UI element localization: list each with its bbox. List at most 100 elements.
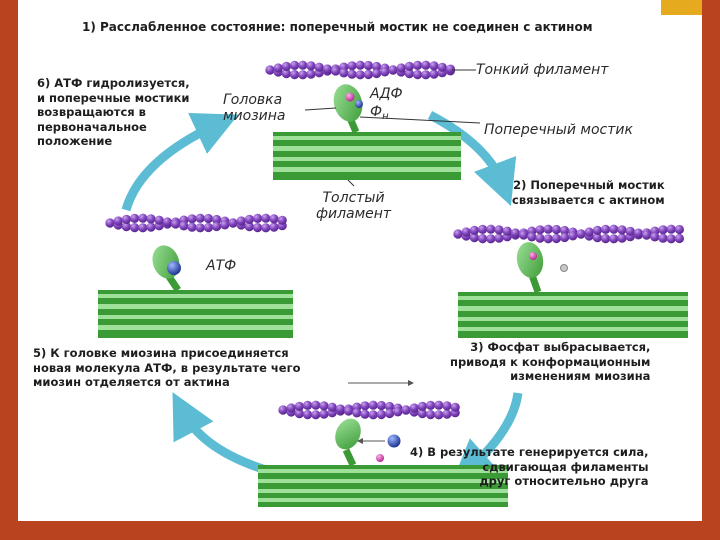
actin-bead (494, 225, 504, 235)
actin-bead (385, 401, 395, 412)
actin-bead (331, 66, 341, 76)
actin-bead (478, 224, 488, 234)
actin-bead (244, 214, 254, 224)
pointer-atp-4-head (357, 438, 363, 444)
actin-bead (429, 69, 439, 79)
thin-filaments (105, 60, 685, 420)
actin-bead (469, 225, 479, 235)
actin-bead (314, 62, 324, 72)
thick-filament-1 (273, 132, 461, 180)
actin-bead (442, 401, 452, 411)
thin-filament-4 (278, 400, 460, 420)
step-5-caption: 5) К головке миозина присоединяется нова… (33, 346, 301, 389)
actin-bead (442, 409, 452, 419)
thin-filament-2 (105, 213, 287, 233)
actin-bead (306, 61, 316, 71)
actin-bead (510, 228, 520, 238)
actin-bead (486, 234, 496, 244)
actin-bead (236, 216, 246, 226)
actin-bead (617, 225, 627, 235)
actin-bead (162, 217, 172, 227)
myosin-head-label: Головка миозина (223, 92, 286, 124)
actin-bead (195, 213, 205, 223)
actin-bead (584, 227, 594, 237)
cycle-arrow-6-1 (121, 113, 239, 212)
actin-bead (303, 400, 313, 410)
thin-filament-3 (453, 224, 685, 244)
myosin-head-1 (333, 84, 363, 134)
actin-bead (609, 234, 619, 244)
actin-bead (543, 234, 553, 244)
slide: 1) Расслабленное состояние: поперечный м… (18, 0, 702, 521)
pointer-cross-bridge (359, 116, 481, 124)
actin-bead (261, 223, 271, 233)
actin-bead (376, 400, 386, 411)
step-4-caption: 4) В результате генерируется сила, сдвиг… (410, 445, 649, 488)
actin-bead (360, 401, 370, 411)
actin-bead (396, 63, 406, 73)
actin-bead (617, 233, 627, 243)
actin-bead (203, 222, 213, 233)
actin-bead (290, 70, 300, 80)
actin-bead (592, 225, 603, 235)
actin-bead (417, 401, 427, 411)
actin-bead (551, 224, 562, 235)
actin-bead (527, 232, 537, 242)
actin-bead (658, 225, 668, 235)
actin-bead (347, 69, 357, 79)
actin-bead (535, 225, 545, 235)
actin-bead (568, 231, 578, 241)
actin-bead (437, 62, 447, 72)
thick-filament-3 (458, 292, 688, 338)
actin-bead (434, 410, 444, 420)
actin-bead (426, 410, 436, 420)
actin-bead (179, 221, 189, 231)
actin-bead (121, 214, 131, 224)
actin-bead (294, 409, 304, 419)
actin-bead (560, 232, 570, 243)
actin-bead (642, 230, 652, 240)
actin-bead (393, 407, 403, 417)
actin-bead (138, 213, 148, 223)
actin-bead (429, 61, 439, 71)
step-3-caption: 3) Фосфат выбрасывается, приводя к конфо… (450, 340, 651, 383)
actin-bead (327, 402, 337, 412)
actin-bead (278, 405, 288, 415)
actin-bead (401, 405, 411, 415)
actin-bead (674, 224, 685, 235)
actin-bead (404, 61, 414, 71)
thin-filament-label: Тонкий филамент (476, 62, 609, 78)
actin-bead (265, 65, 275, 75)
actin-bead (453, 229, 463, 239)
actin-bead (195, 223, 205, 233)
actin-bead (421, 70, 431, 80)
actin-bead (601, 224, 611, 234)
actin-bead (519, 230, 529, 240)
actin-bead (355, 70, 365, 80)
actin-bead (105, 218, 115, 228)
actin-bead (273, 63, 283, 73)
phosphate-dot-3 (529, 252, 537, 260)
actin-bead (658, 233, 668, 243)
actin-bead (146, 214, 156, 224)
actin-bead (535, 233, 545, 243)
actin-bead (269, 222, 279, 232)
actin-bead (409, 403, 419, 413)
actin-bead (311, 400, 321, 410)
pointer-lines (304, 69, 481, 444)
actin-bead (352, 408, 362, 418)
actin-bead (445, 64, 455, 74)
phosphate-label: Фн (370, 104, 389, 125)
thin-filament-1 (265, 60, 455, 80)
actin-bead (138, 223, 148, 233)
actin-bead (625, 226, 635, 236)
actin-bead (404, 69, 414, 79)
actin-bead (560, 225, 570, 236)
actin-bead (146, 222, 156, 232)
actin-bead (294, 401, 304, 411)
actin-bead (322, 64, 332, 74)
actin-bead (502, 226, 512, 236)
actin-bead (360, 409, 370, 419)
actin-bead (486, 224, 496, 234)
actin-bead (212, 214, 222, 225)
